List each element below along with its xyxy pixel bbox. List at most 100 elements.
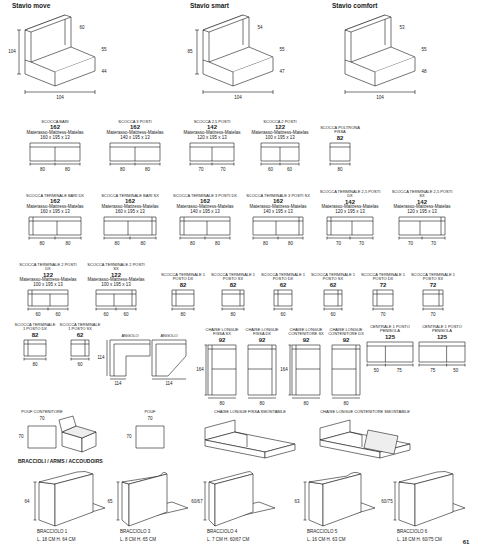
armrest-sketch <box>129 474 167 526</box>
module-caption: SCOCCA TERMINALE 1 POSTO DX72 <box>360 273 406 288</box>
armrest-sketch <box>215 474 253 526</box>
cushion-line <box>55 147 56 161</box>
armrest-line <box>240 290 241 306</box>
armrest-line <box>331 217 332 235</box>
dimension-line <box>419 365 465 366</box>
cushion-line <box>212 369 236 370</box>
dimension-label: 70 <box>126 435 131 440</box>
module-name: SCOCCA TERMINALE 2 POSTI DX <box>17 263 79 272</box>
dimension-label: 80 <box>40 167 45 172</box>
chaise-plan <box>332 345 360 395</box>
seat-width: 122 <box>111 272 121 279</box>
dimension-line <box>17 74 21 75</box>
dimension-line <box>17 30 21 31</box>
dimension-label: 70 <box>336 241 341 246</box>
backrest-line <box>423 294 443 295</box>
module-plan <box>419 342 465 362</box>
cushion-line <box>332 369 356 370</box>
seat-width: 162 <box>273 199 283 206</box>
module-name: SCOCCA TERMINALE 1 POSTO DX <box>260 273 306 282</box>
dimension-line <box>373 309 393 310</box>
dimension-label: 60 <box>330 312 335 317</box>
module-caption: SCOCCA TERMINALE 3 POSTI SX162Materasso-… <box>245 194 311 215</box>
module-caption: CHAISE LONGUE CONTENITORE SX92 <box>287 328 325 343</box>
sofa-sketch <box>25 15 71 32</box>
dimension-label: 164 <box>280 368 288 373</box>
cushion-line <box>135 147 136 161</box>
dimension-line <box>350 163 351 166</box>
armrest-caption: L. 8 CM H. 65 CM <box>120 538 156 543</box>
line-art <box>17 15 465 526</box>
module-caption: SCOCCA TERMINALE 1 POSTO DX82 <box>13 323 57 338</box>
mattress-spec: 120 x 195 x 13 <box>407 210 437 215</box>
seat-width: 162 <box>50 199 60 206</box>
module-caption: SCOCCA TERMINALE 3 POSTI DX162Materasso-… <box>172 194 238 215</box>
mattress-spec: 120 x 195 x 13 <box>197 136 227 141</box>
dimension-line <box>110 163 111 166</box>
dimension-line <box>208 398 236 399</box>
dimension-line <box>222 308 223 311</box>
seat-width: 162 <box>200 199 210 206</box>
module-name: SCOCCA TERMINALE 2,5 POSTI SX <box>390 190 454 199</box>
dimension-line <box>248 398 276 399</box>
sofa-sketch <box>203 15 249 32</box>
armrest-sketch <box>122 482 129 526</box>
seat-width: 162 <box>130 125 140 132</box>
dimension-line <box>280 163 281 166</box>
dimension-label: 50 <box>374 368 379 373</box>
dimension-label: 70 <box>198 167 203 172</box>
armrest-line <box>299 217 300 235</box>
mattress-spec: 140 x 195 x 13 <box>263 210 293 215</box>
dimension-label: 60 <box>103 312 108 317</box>
dimension-line <box>342 308 343 311</box>
module-name: SCOCCA TERMINALE BARI DX <box>26 194 84 198</box>
module-caption: SCOCCA 3 POSTI162Materasso-Mattress-Mate… <box>100 120 170 141</box>
dimension-line <box>324 308 325 311</box>
dimension-line <box>299 163 300 166</box>
sofa-sketch <box>203 74 233 86</box>
dimension-label: 60/75 <box>381 500 392 505</box>
seat-width: 162 <box>125 199 135 206</box>
dimension-label: 60 <box>287 167 292 172</box>
module-name: SCOCCA TERMINALE 1 POSTO DX <box>160 273 206 282</box>
module-plan <box>24 340 46 356</box>
module-plan <box>367 342 413 362</box>
module-plan <box>96 290 136 306</box>
module-name: ANGOLO <box>160 334 177 338</box>
pouf-plan <box>136 426 164 448</box>
module-name: SCOCCA TERMINALE 1 POSTO SX <box>58 323 102 332</box>
dimension-label: 80 <box>288 241 293 246</box>
dimension-label: 60 <box>77 362 82 367</box>
dimension-label: 80 <box>343 401 348 406</box>
cushion-line <box>352 221 353 235</box>
sofa-sketch <box>203 60 209 62</box>
module-caption: SCOCCA BARI162Materasso-Mattress-Matelas… <box>20 120 90 141</box>
armrest-line <box>33 217 34 235</box>
cushion-line <box>57 221 58 235</box>
dimension-line <box>423 308 424 311</box>
armrest-caption: BRACCIOLO 4 <box>207 530 237 535</box>
dimension-line <box>205 237 206 240</box>
module-caption: CHAISE LONGUE FISSA SX92 <box>203 328 241 343</box>
dimension-line <box>25 90 26 94</box>
dimension-line <box>118 482 119 520</box>
module-plan <box>261 143 299 161</box>
dimension-line <box>160 163 161 166</box>
seat-width: 72 <box>380 281 387 288</box>
dimension-line <box>395 482 396 520</box>
dimension-line <box>71 358 72 361</box>
dimension-label: 63 <box>294 500 299 505</box>
backrest-line <box>373 294 393 295</box>
module-plan <box>30 143 80 161</box>
module-caption: SCOCCA TERMINALE 1 POSTO SX62 <box>310 273 356 288</box>
dimension-line <box>95 90 96 94</box>
dimension-line <box>203 90 204 94</box>
dimension-label: 80 <box>190 241 195 246</box>
sofa-sketch <box>375 57 415 86</box>
armrest-caption: L. 18 CM H. 64 CM <box>37 538 76 543</box>
dimension-line <box>261 164 299 165</box>
dimension-line <box>261 163 262 166</box>
dimension-line <box>197 30 198 74</box>
dimension-line <box>393 308 394 311</box>
backrest-line <box>71 344 89 345</box>
